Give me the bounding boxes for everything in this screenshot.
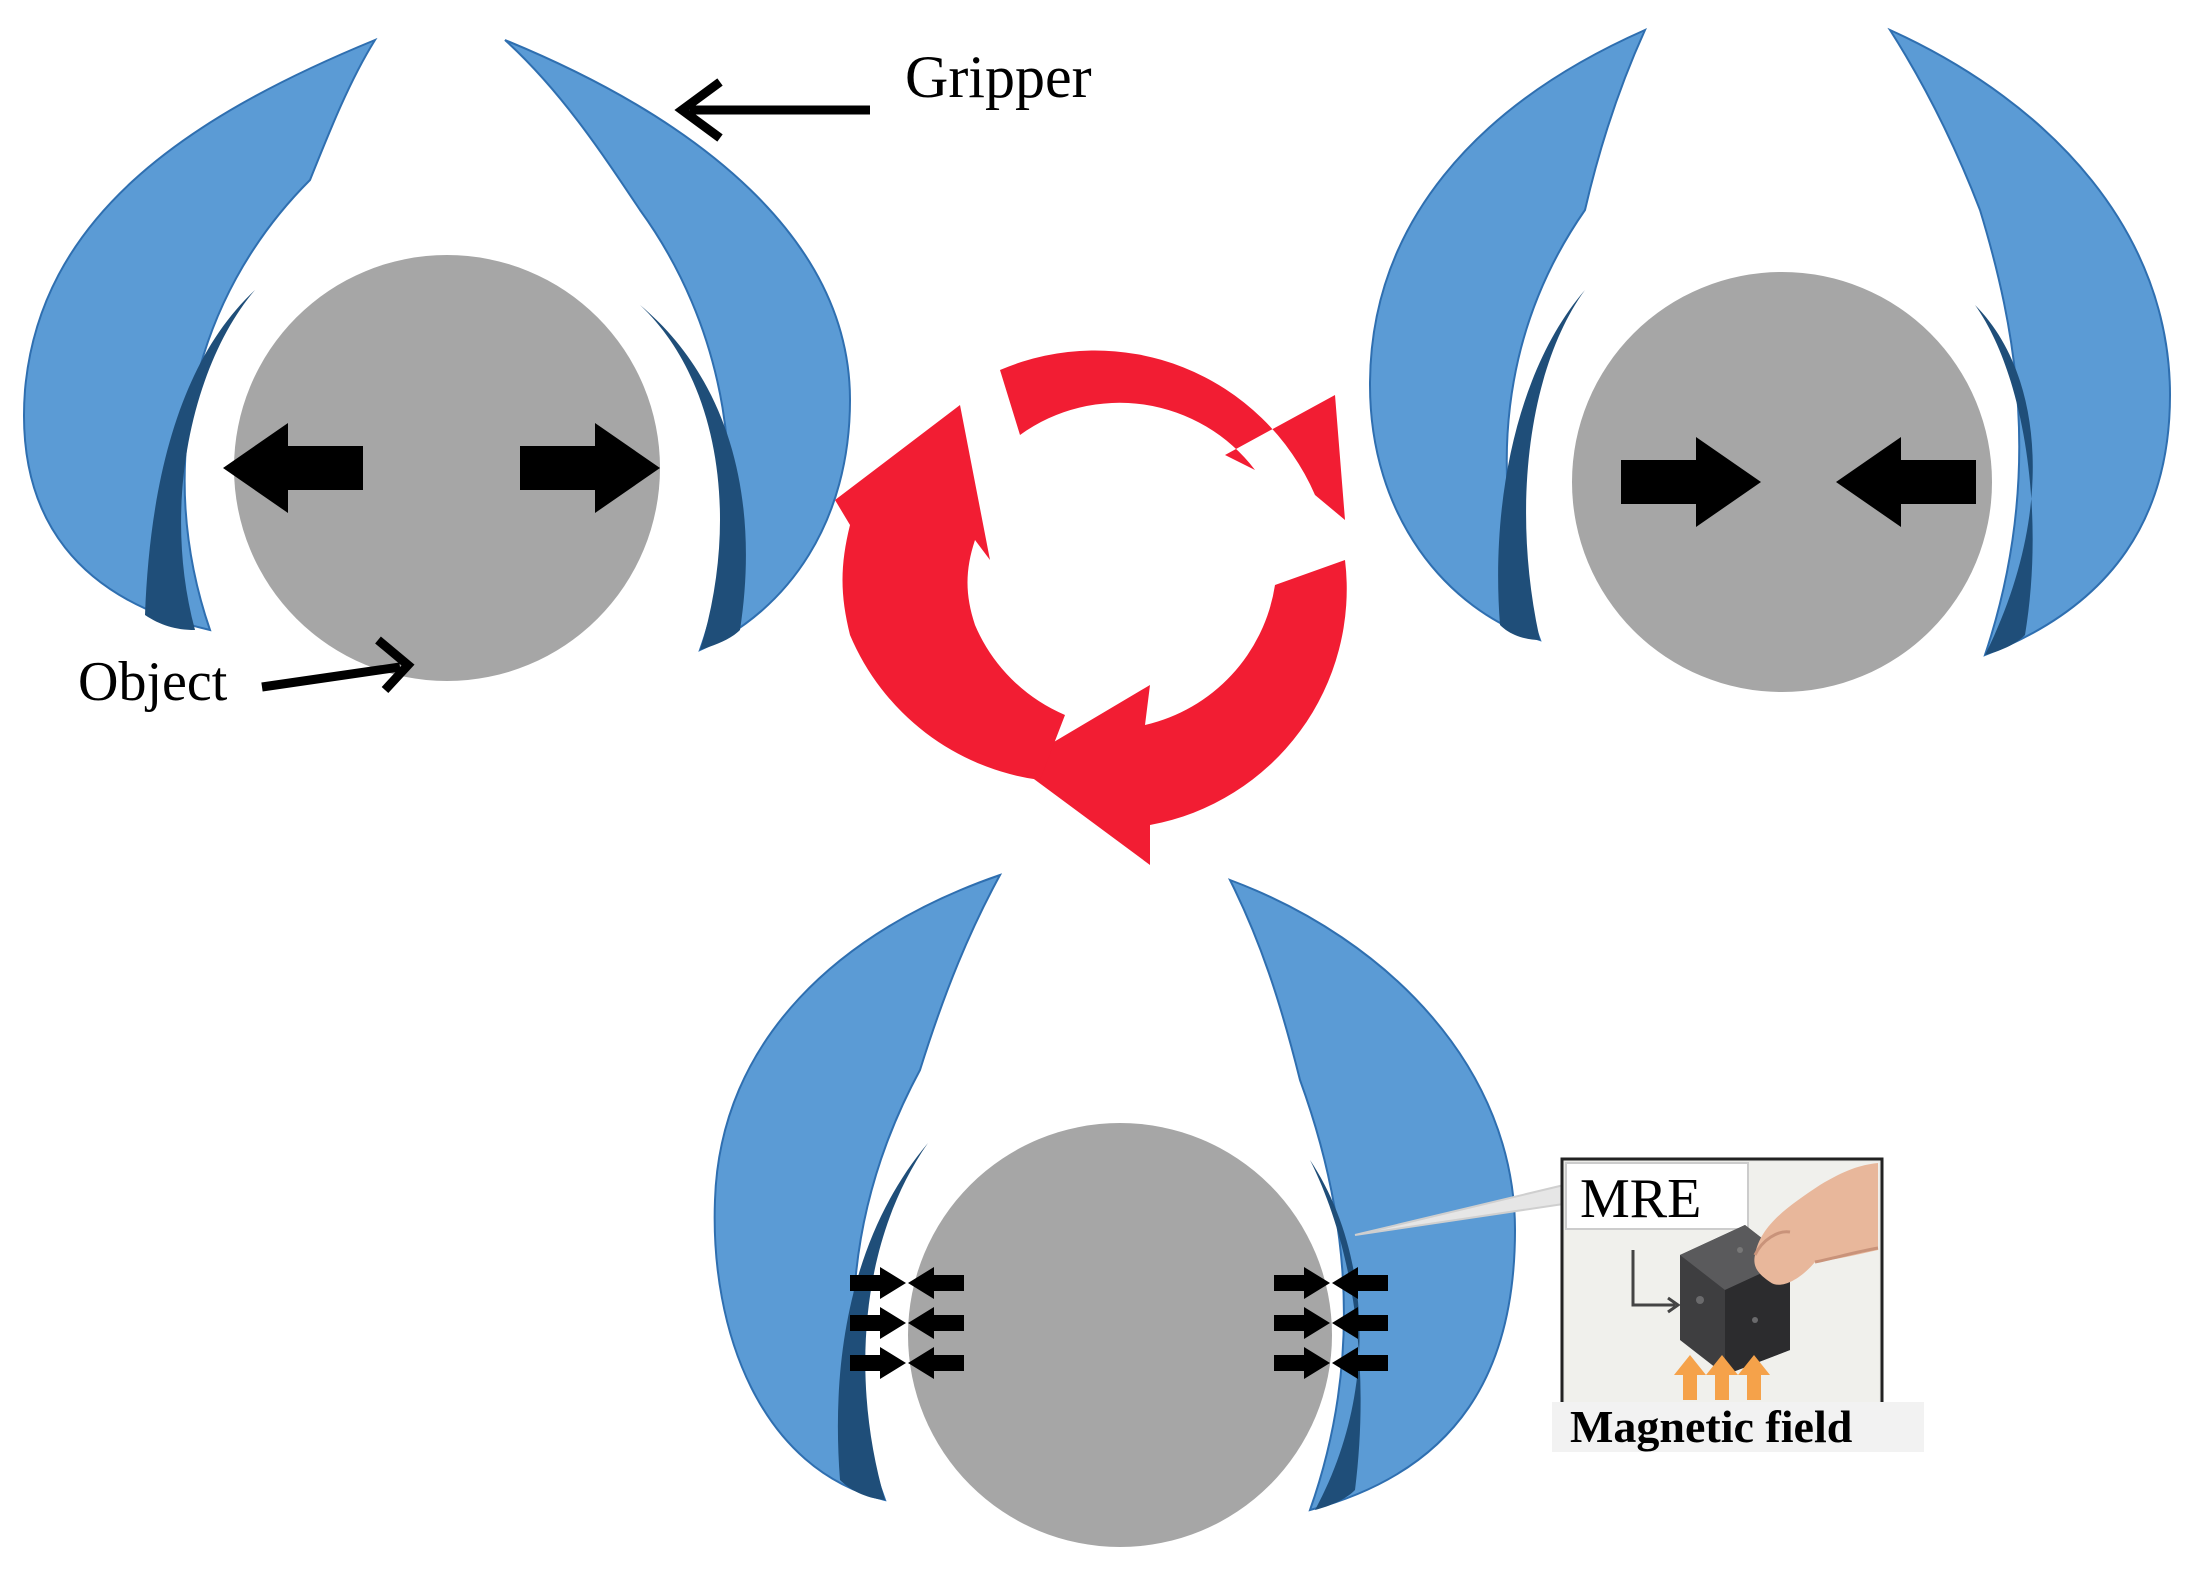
- panel-mre-stiffened: [713, 873, 1517, 1547]
- gripper-right-pad: [1310, 1160, 1361, 1510]
- magnetic-field-label-box: [1552, 1402, 1924, 1452]
- gripper-left-pad: [837, 1143, 928, 1500]
- mre-bracket: [1631, 1250, 1675, 1307]
- object-circle: [1572, 272, 1992, 692]
- cycle-arrows: [835, 350, 1347, 865]
- compression-arrows-left: [850, 1267, 964, 1379]
- mre-label-box: [1565, 1162, 1749, 1230]
- object-circle: [908, 1123, 1332, 1547]
- magnetic-field-arrows: [1674, 1355, 1770, 1400]
- gripper-label: Gripper: [905, 44, 1092, 110]
- gripper-right-pad: [1975, 305, 2033, 655]
- field-arrow-3-icon: [1738, 1355, 1770, 1400]
- object-callout: [261, 636, 415, 694]
- cycle-arrow-left: [835, 405, 1065, 780]
- magnetic-field-label: Magnetic field: [1570, 1401, 1853, 1452]
- panel-closed-gripper: [1368, 27, 2172, 692]
- object-label: Object: [78, 651, 228, 713]
- cycle-arrow-top: [1000, 350, 1345, 520]
- object-circle: [234, 255, 660, 681]
- cycle-arrow-bottom: [1015, 560, 1347, 865]
- mre-inset: MRE Magnetic field: [1354, 1157, 1924, 1452]
- gripper-right-shell: [1887, 27, 2172, 657]
- panel-open-gripper: Gripper Object: [22, 39, 1092, 713]
- hand-image: [1753, 1163, 1879, 1285]
- gripper-right-shell: [1227, 878, 1517, 1512]
- field-arrow-1-icon: [1674, 1355, 1706, 1400]
- gripper-left-pad: [1498, 290, 1585, 640]
- gripper-callout: [674, 78, 870, 142]
- mre-label: MRE: [1580, 1168, 1701, 1230]
- gripper-left-shell: [713, 873, 1003, 1502]
- field-arrow-2-icon: [1706, 1355, 1738, 1400]
